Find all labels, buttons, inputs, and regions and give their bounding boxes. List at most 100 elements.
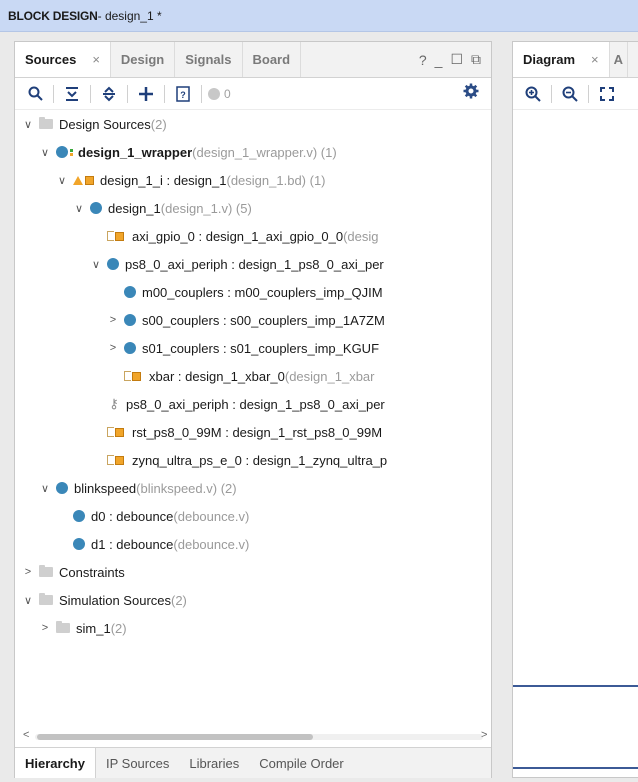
search-icon[interactable] [23,82,47,106]
ip-core-icon [107,229,127,243]
zoom-out-icon[interactable] [558,82,582,106]
tree-node-name: sim_1 [76,620,111,636]
tree-node[interactable]: ∨Simulation Sources (2) [21,589,187,611]
tree-node-name: xbar : design_1_xbar_0 [149,368,285,384]
zoom-fit-icon[interactable] [595,82,619,106]
tree-node[interactable]: > s00_couplers : s00_couplers_imp_1A7ZM [106,309,385,331]
chevron-right-icon[interactable]: > [109,342,117,354]
sources-tab-bar: Sources × Design Signals Board ? _ ☐ ⧉ [15,42,491,78]
tree-node[interactable]: rst_ps8_0_99M : design_1_rst_ps8_0_99M [89,421,382,443]
tree-node[interactable]: ⚷ps8_0_axi_periph : design_1_ps8_0_axi_p… [89,393,385,415]
tree-node-meta: (2) [110,620,127,636]
horizontal-scrollbar[interactable]: < > [23,729,493,743]
window-title-rest: - design_1 * [97,8,162,23]
tree-node[interactable]: ∨design_1 (design_1.v) (5) [72,197,252,219]
scroll-thumb[interactable] [37,734,313,740]
folder-icon [39,593,53,605]
tree-node[interactable]: >Constraints [21,561,125,583]
gear-icon[interactable] [463,83,479,104]
close-tab-icon[interactable]: × [92,52,100,67]
tree-node-meta: (2) [150,116,167,132]
tree-node-name: blinkspeed [74,480,137,496]
tree-node[interactable]: ∨design_1_wrapper (design_1_wrapper.v) (… [38,141,337,163]
close-tab-icon[interactable]: × [591,52,599,67]
tab-compile-order[interactable]: Compile Order [259,755,344,771]
window-title-bar: BLOCK DESIGN - design_1 * [0,0,638,32]
toolbar-divider [127,84,128,103]
minimize-icon[interactable]: _ [434,51,443,68]
messages-count: 0 [224,86,231,101]
ip-core-icon [107,425,127,439]
chevron-down-icon[interactable]: ∨ [23,594,33,607]
tab-design[interactable]: Design [111,42,176,77]
tree-node[interactable]: > s01_couplers : s01_couplers_imp_KGUF [106,337,379,359]
tab-signals-label: Signals [185,52,232,67]
tab-next-partial[interactable]: A [610,42,629,77]
toolbar-divider [588,84,589,103]
source-file-properties-icon[interactable]: ? [171,82,195,106]
toolbar-divider [90,84,91,103]
tab-signals[interactable]: Signals [175,42,243,77]
messages-counter[interactable]: 0 [208,87,231,101]
scroll-right-icon[interactable]: > [481,729,488,741]
expand-all-icon[interactable] [97,82,121,106]
tree-node-name: rst_ps8_0_99M : design_1_rst_ps8_0_99M [132,424,383,440]
toolbar-divider [164,84,165,103]
folder-icon [56,621,70,633]
tree-node-name: s01_couplers : s01_couplers_imp_KGUF [142,340,380,356]
module-icon [56,482,68,494]
module-icon [90,202,102,214]
tree-node[interactable]: ∨ blinkspeed (blinkspeed.v) (2) [38,477,237,499]
tree-node[interactable]: xbar : design_1_xbar_0 (design_1_xbar [106,365,375,387]
tree-node[interactable]: axi_gpio_0 : design_1_axi_gpio_0_0 (desi… [89,225,379,247]
chevron-down-icon[interactable]: ∨ [40,146,50,159]
chevron-down-icon[interactable]: ∨ [57,174,67,187]
tree-node[interactable]: d1 : debounce (debounce.v) [55,533,249,555]
tree-node-name: s00_couplers : s00_couplers_imp_1A7ZM [142,312,385,328]
chevron-down-icon[interactable]: ∨ [91,258,101,271]
tree-node-meta: (debounce.v) [173,536,250,552]
diagram-tab-bar: Diagram × A [513,42,638,78]
tree-node[interactable]: d0 : debounce (debounce.v) [55,505,249,527]
ip-pin-icon [107,455,114,465]
tab-board-label: Board [252,52,291,67]
tree-node[interactable]: ∨Design Sources (2) [21,113,167,135]
tab-sources[interactable]: Sources × [15,42,111,77]
tree-node[interactable]: ∨ps8_0_axi_periph : design_1_ps8_0_axi_p… [89,253,384,275]
tab-diagram[interactable]: Diagram × [513,42,610,77]
chevron-down-icon[interactable]: ∨ [74,202,84,215]
ip-pin-icon [107,231,114,241]
chevron-right-icon[interactable]: > [109,314,117,326]
float-icon[interactable]: ⧉ [471,51,481,67]
maximize-icon[interactable]: ☐ [450,51,463,67]
add-sources-icon[interactable] [134,82,158,106]
collapse-all-icon[interactable] [60,82,84,106]
tab-ip-sources[interactable]: IP Sources [105,755,170,771]
tree-node[interactable]: > sim_1 (2) [38,617,127,639]
scroll-left-icon[interactable]: < [23,729,30,741]
tab-hierarchy[interactable]: Hierarchy [15,748,96,778]
tab-board[interactable]: Board [243,42,302,77]
chevron-right-icon[interactable]: > [41,622,49,634]
diagram-panel: Diagram × A [512,41,638,778]
help-icon[interactable]: ? [418,51,427,68]
tree-node[interactable]: ∨design_1_i : design_1 (design_1.bd) (1) [55,169,326,191]
tree-node[interactable]: zynq_ultra_ps_e_0 : design_1_zynq_ultra_… [89,449,387,471]
tab-libraries[interactable]: Libraries [189,755,240,771]
ip-pin-icon [107,427,114,437]
panel-window-controls: ? _ ☐ ⧉ [419,42,491,77]
chevron-down-icon[interactable]: ∨ [23,118,33,131]
tree-node-meta: (desig [343,228,379,244]
ip-box-icon [115,427,124,437]
tree-node[interactable]: m00_couplers : m00_couplers_imp_QJIM [106,281,383,303]
zoom-in-icon[interactable] [521,82,545,106]
chevron-right-icon[interactable]: > [24,566,32,578]
tree-node-meta: (design_1_wrapper.v) (1) [192,144,337,160]
tree-node-meta: (debounce.v) [173,508,250,524]
chevron-down-icon[interactable]: ∨ [40,482,50,495]
module-icon [124,342,136,354]
ip-pin-icon [124,371,131,381]
block-design-box-icon [85,175,94,185]
tree-node-meta: (blinkspeed.v) (2) [136,480,237,496]
block-design-triangle-icon [73,175,83,185]
